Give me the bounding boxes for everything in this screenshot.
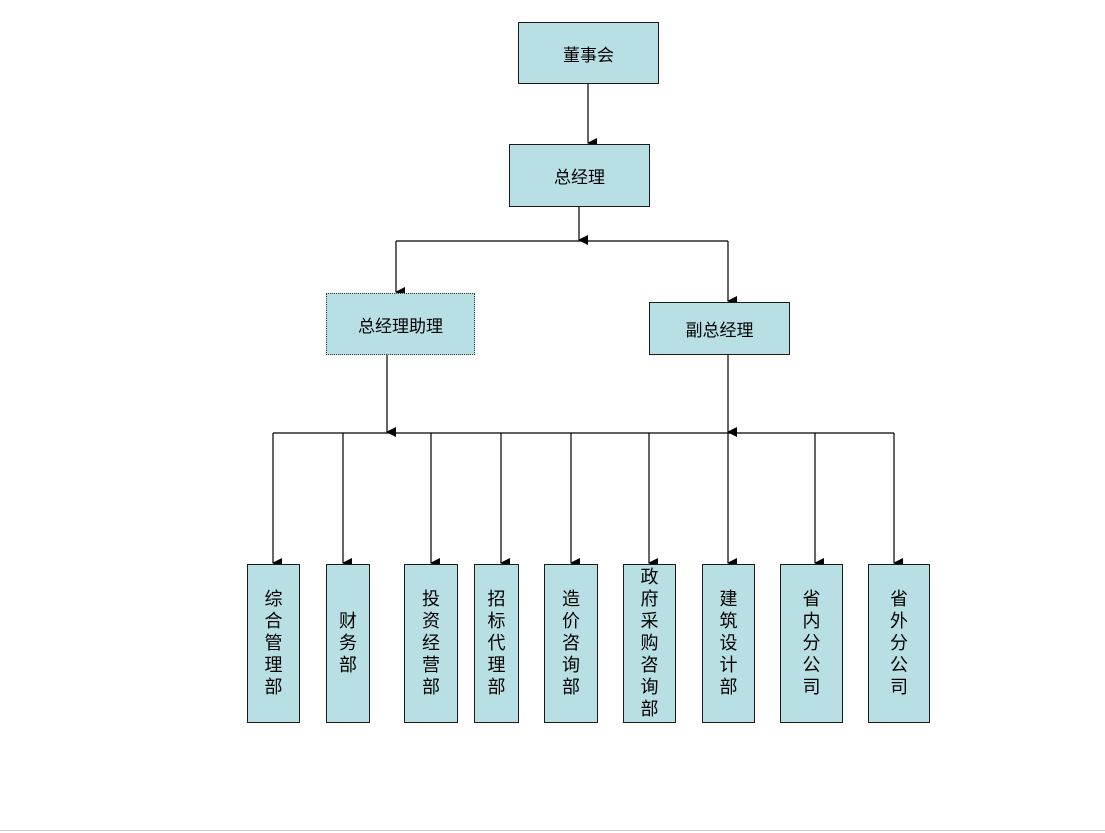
board-box[interactable]: 董事会 bbox=[518, 22, 659, 84]
dept-label: 政府采购咨询部 bbox=[640, 566, 659, 720]
dept-box-1[interactable]: 综合管理部 bbox=[247, 564, 300, 723]
dept-box-9[interactable]: 省外分公司 bbox=[868, 564, 930, 723]
dept-box-2[interactable]: 财务部 bbox=[326, 564, 370, 723]
dept-label: 投资经营部 bbox=[422, 588, 440, 698]
gm-assistant-label: 总经理助理 bbox=[358, 316, 443, 337]
dept-label: 综合管理部 bbox=[264, 588, 283, 698]
dept-label: 招标代理部 bbox=[487, 588, 506, 698]
dept-box-8[interactable]: 省内分公司 bbox=[780, 564, 843, 723]
dept-box-4[interactable]: 招标代理部 bbox=[474, 564, 519, 723]
dept-label: 造价咨询部 bbox=[562, 588, 580, 698]
deputy-gm-label: 副总经理 bbox=[685, 321, 754, 341]
dept-label: 省内分公司 bbox=[802, 588, 821, 698]
dept-label: 建筑设计部 bbox=[719, 588, 738, 698]
gm-assistant-box[interactable]: 总经理助理 bbox=[326, 293, 475, 355]
dept-box-3[interactable]: 投资经营部 bbox=[404, 564, 458, 723]
deputy-gm-box[interactable]: 副总经理 bbox=[649, 302, 790, 355]
dept-label: 省外分公司 bbox=[890, 588, 908, 698]
dept-label: 财务部 bbox=[339, 610, 357, 676]
general-manager-box[interactable]: 总经理 bbox=[509, 144, 650, 207]
board-label: 董事会 bbox=[563, 45, 614, 66]
dept-box-5[interactable]: 造价咨询部 bbox=[544, 564, 598, 723]
dept-box-6[interactable]: 政府采购咨询部 bbox=[623, 564, 676, 723]
page-bottom-rule bbox=[0, 830, 1105, 831]
general-manager-label: 总经理 bbox=[554, 168, 605, 188]
dept-box-7[interactable]: 建筑设计部 bbox=[702, 564, 755, 723]
